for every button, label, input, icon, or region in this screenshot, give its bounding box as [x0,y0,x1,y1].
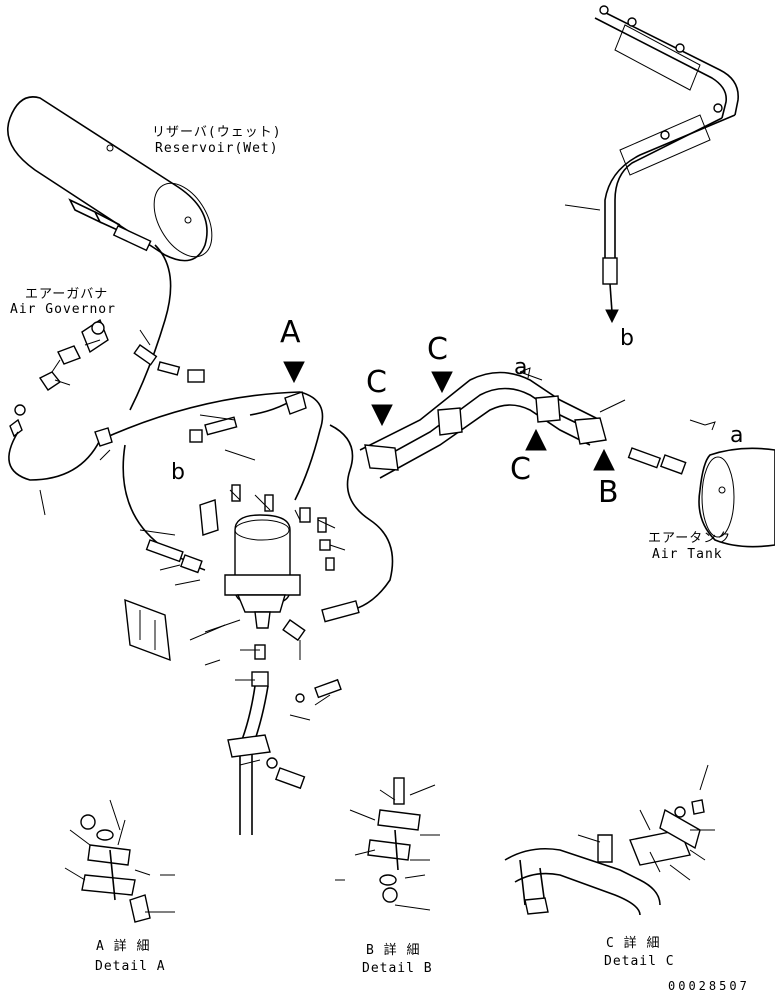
detail-a-label-en: Detail A [95,959,166,974]
view-b-label: B [598,475,619,510]
view-c-label-2: C [427,332,448,367]
connection-a-label-2: a [730,423,744,448]
lower-pipe [157,361,342,835]
part-number: 00028507 [668,979,750,993]
air-governor-fittings [8,318,301,481]
connection-b-label-2: b [171,460,185,485]
air-governor-label-jp: エアーガバナ [25,287,109,302]
air-governor-label-en: Air Governor [10,302,116,317]
air-tank [627,419,775,548]
air-dryer-unit [124,416,360,662]
air-tank-label-en: Air Tank [652,547,723,562]
reservoir-label-jp: リザーバ(ウェット) [152,125,282,140]
reservoir-tank [6,96,213,262]
center-right-piping [359,367,626,479]
connection-b-label-1: b [620,326,634,351]
reservoir-label-en: Reservoir(Wet) [155,141,279,156]
air-tank-label-jp: エアータンク [648,531,732,546]
main-hoses [94,244,394,613]
detail-a-label-jp: A 詳 細 [96,939,151,954]
leader-lines [39,329,346,766]
detail-c-label-jp: C 詳 細 [606,936,661,951]
detail-b-label-jp: B 詳 細 [366,943,421,958]
detail-b-label-en: Detail B [362,961,433,976]
detail-c-label-en: Detail C [604,954,675,969]
connection-a-label-1: a [514,355,528,380]
detail-b-drawing [335,777,440,911]
view-a-label: A [280,315,301,350]
view-c-label-1: C [366,365,387,400]
detail-a-drawing [64,799,175,923]
view-c-label-3: C [510,452,531,487]
upper-pipe-assembly [564,5,739,324]
detail-c-drawing [504,764,715,916]
